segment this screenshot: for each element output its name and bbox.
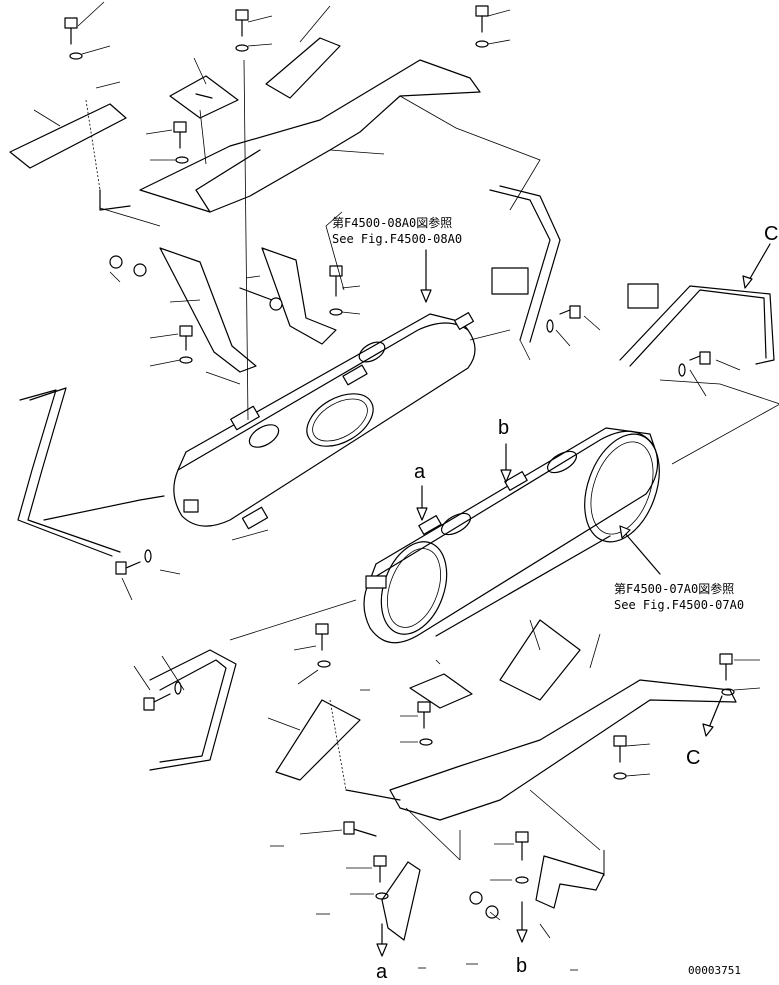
upper-frame bbox=[173, 312, 476, 530]
reference-upper-en: See Fig.F4500-08A0 bbox=[332, 232, 463, 246]
reference-lower-jp: 第F4500-07A0図参照 bbox=[614, 582, 735, 596]
handrails bbox=[17, 185, 775, 771]
fasteners bbox=[64, 5, 735, 919]
marker-b-lower: b bbox=[516, 955, 528, 977]
reference-lower-en: See Fig.F4500-07A0 bbox=[614, 598, 745, 612]
lower-frame bbox=[363, 427, 660, 644]
marker-a-upper: a bbox=[414, 461, 426, 483]
reference-upper-jp: 第F4500-08A0図参照 bbox=[332, 216, 453, 230]
marker-c-upper: C bbox=[764, 223, 779, 245]
marker-a-lower: a bbox=[376, 961, 388, 983]
marker-b-upper: b bbox=[498, 417, 510, 439]
marker-c-lower: C bbox=[686, 747, 701, 769]
minor-marks bbox=[270, 845, 578, 971]
drawing-number: 00003751 bbox=[688, 964, 741, 977]
brackets bbox=[159, 247, 605, 941]
lower-covers bbox=[275, 619, 737, 821]
leader-lines bbox=[33, 1, 779, 939]
arrows bbox=[376, 243, 771, 957]
upper-covers bbox=[9, 37, 481, 213]
